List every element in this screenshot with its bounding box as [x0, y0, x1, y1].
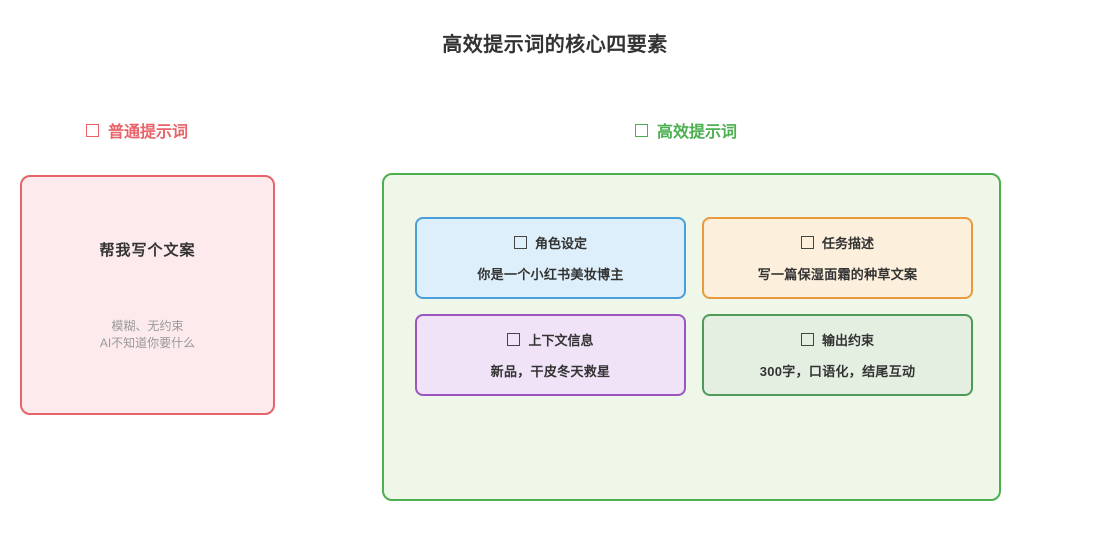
- bad-prompt-header-label: 普通提示词: [108, 124, 189, 141]
- good-prompt-column: 高效提示词: [382, 118, 1002, 142]
- bad-prompt-note: 模糊、无约束 AI不知道你要什么: [100, 318, 195, 352]
- square-outline-icon: [86, 123, 99, 137]
- good-prompt-header: 高效提示词: [382, 118, 1002, 142]
- element-card-context-title-label: 上下文信息: [528, 333, 594, 348]
- element-card-role-title: 角色设定: [513, 233, 587, 252]
- element-card-context-title: 上下文信息: [507, 330, 594, 349]
- bad-prompt-column: 普通提示词: [20, 118, 276, 142]
- square-outline-icon: [800, 236, 814, 249]
- bad-prompt-example-text: 帮我写个文案: [99, 241, 196, 259]
- square-outline-icon: [507, 333, 521, 346]
- bad-prompt-note-line-1: 模糊、无约束: [111, 318, 184, 333]
- element-card-task-title: 任务描述: [800, 233, 874, 252]
- square-outline-icon: [513, 236, 527, 249]
- element-card-role-value: 你是一个小红书美妆博主: [477, 267, 624, 282]
- good-prompt-header-label: 高效提示词: [657, 124, 738, 141]
- bad-prompt-card: 帮我写个文案 模糊、无约束 AI不知道你要什么: [20, 175, 275, 415]
- bad-prompt-header: 普通提示词: [20, 118, 276, 142]
- element-card-context-value: 新品，干皮冬天救星: [490, 364, 611, 379]
- element-card-task-title-label: 任务描述: [821, 236, 874, 251]
- bad-prompt-note-line-2: AI不知道你要什么: [99, 335, 196, 350]
- element-card-output-title: 输出约束: [800, 330, 874, 349]
- element-card-output-title-label: 输出约束: [821, 333, 874, 348]
- element-card-task-value: 写一篇保湿面霜的种草文案: [757, 267, 918, 282]
- element-card-task: 任务描述 写一篇保湿面霜的种草文案: [702, 217, 973, 299]
- page-title: 高效提示词的核心四要素: [442, 34, 668, 56]
- element-card-role-title-label: 角色设定: [534, 236, 587, 251]
- element-card-context: 上下文信息 新品，干皮冬天救星: [415, 314, 686, 396]
- element-grid: 角色设定 你是一个小红书美妆博主 任务描述 写一篇保湿面霜的种草文案 上下文信息…: [415, 217, 973, 396]
- square-outline-icon: [800, 333, 814, 346]
- element-card-output: 输出约束 300字，口语化，结尾互动: [702, 314, 973, 396]
- good-prompt-container: 角色设定 你是一个小红书美妆博主 任务描述 写一篇保湿面霜的种草文案 上下文信息…: [382, 173, 1001, 501]
- square-outline-icon: [635, 123, 648, 137]
- element-card-role: 角色设定 你是一个小红书美妆博主: [415, 217, 686, 299]
- element-card-output-value: 300字，口语化，结尾互动: [759, 364, 916, 379]
